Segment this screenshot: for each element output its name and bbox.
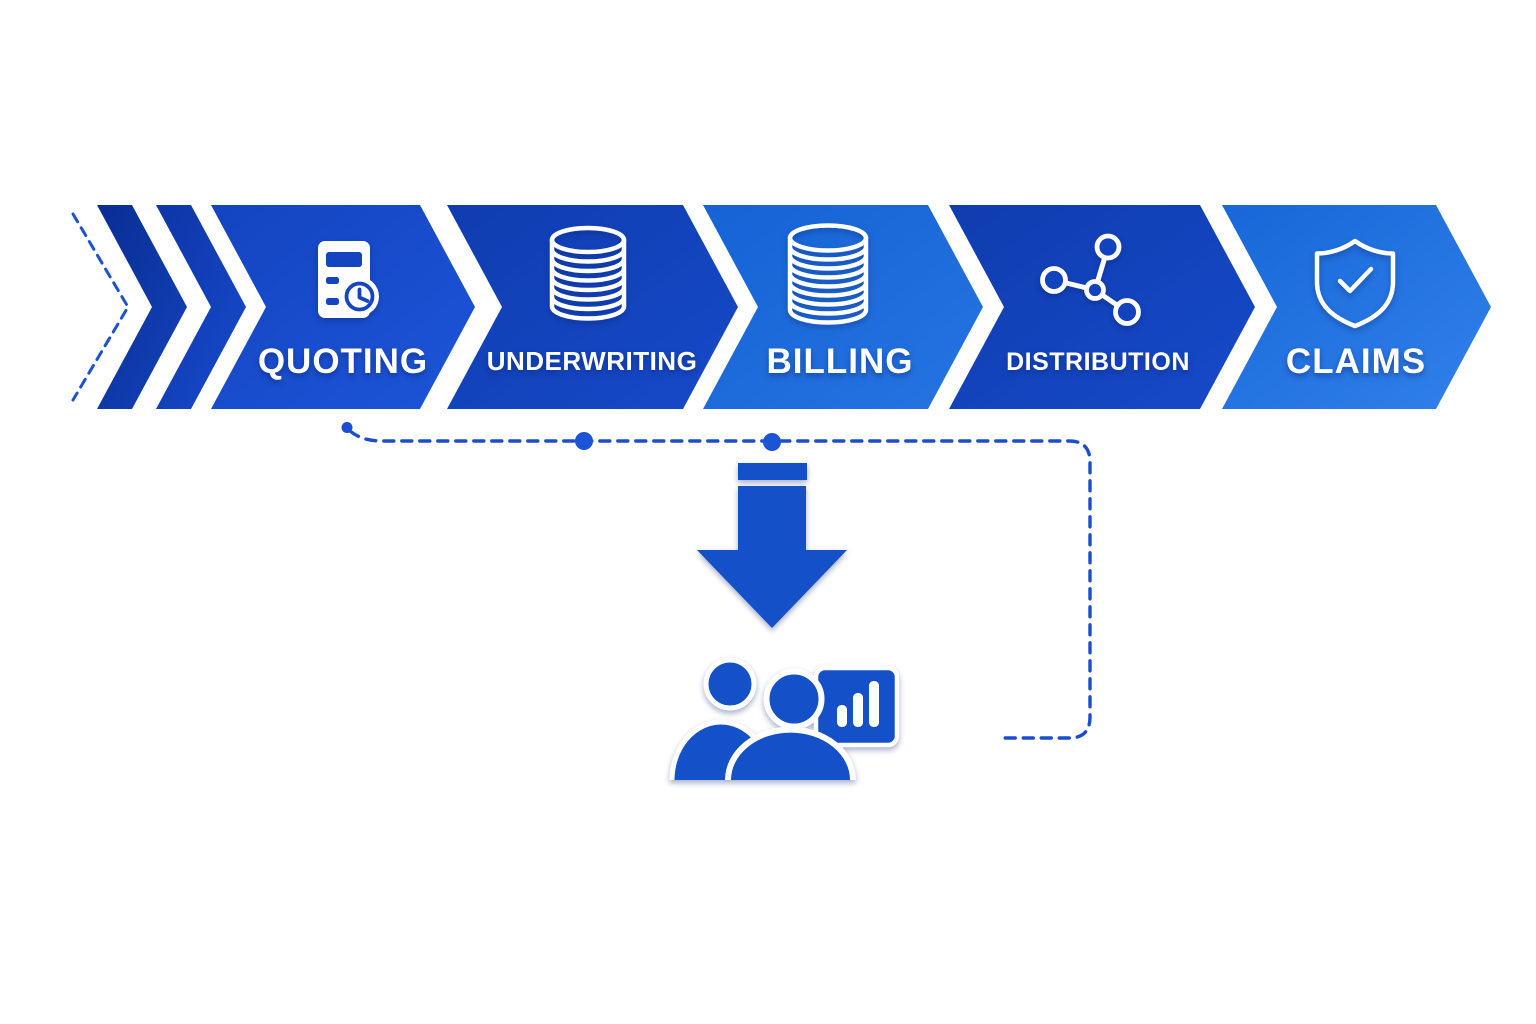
stage-billing: BILLING xyxy=(703,205,983,409)
calculator-clock-icon xyxy=(318,241,379,318)
stage-underwriting: UNDERWRITING xyxy=(447,205,738,409)
stage-distribution-label: DISTRIBUTION xyxy=(1006,348,1190,376)
stage-claims-chevron xyxy=(1222,205,1491,409)
audience-analytics-icon xyxy=(669,657,900,781)
accent-chevron-1 xyxy=(97,205,187,409)
bar-chart-card xyxy=(813,665,900,748)
person-front-body xyxy=(725,726,856,781)
person-back-head xyxy=(703,657,757,711)
stage-underwriting-label: UNDERWRITING xyxy=(487,346,698,376)
dashed-connector-path xyxy=(348,429,1092,740)
stage-billing-label: BILLING xyxy=(767,342,914,381)
accent-chevron-2 xyxy=(156,205,246,409)
network-nodes-icon xyxy=(1040,233,1141,326)
connector-dot-2 xyxy=(763,433,781,451)
stage-billing-chevron xyxy=(703,205,983,409)
coin-stack-icon xyxy=(549,225,627,321)
dashed-connector xyxy=(341,422,1092,740)
person-front-head xyxy=(763,668,825,730)
stage-distribution-chevron xyxy=(949,205,1255,409)
stage-distribution: DISTRIBUTION xyxy=(949,205,1255,409)
shield-check-icon xyxy=(1314,238,1396,329)
connector-dot-start xyxy=(341,422,353,433)
coin-stack-icon xyxy=(787,223,869,325)
connector-dot-1 xyxy=(575,432,593,450)
down-arrow-icon xyxy=(697,463,847,628)
dashed-chevron-outline xyxy=(71,212,130,402)
stage-claims: CLAIMS xyxy=(1222,205,1491,409)
stage-quoting-label: QUOTING xyxy=(258,342,428,381)
stage-claims-label: CLAIMS xyxy=(1286,342,1426,381)
stage-quoting: QUOTING xyxy=(211,205,475,409)
